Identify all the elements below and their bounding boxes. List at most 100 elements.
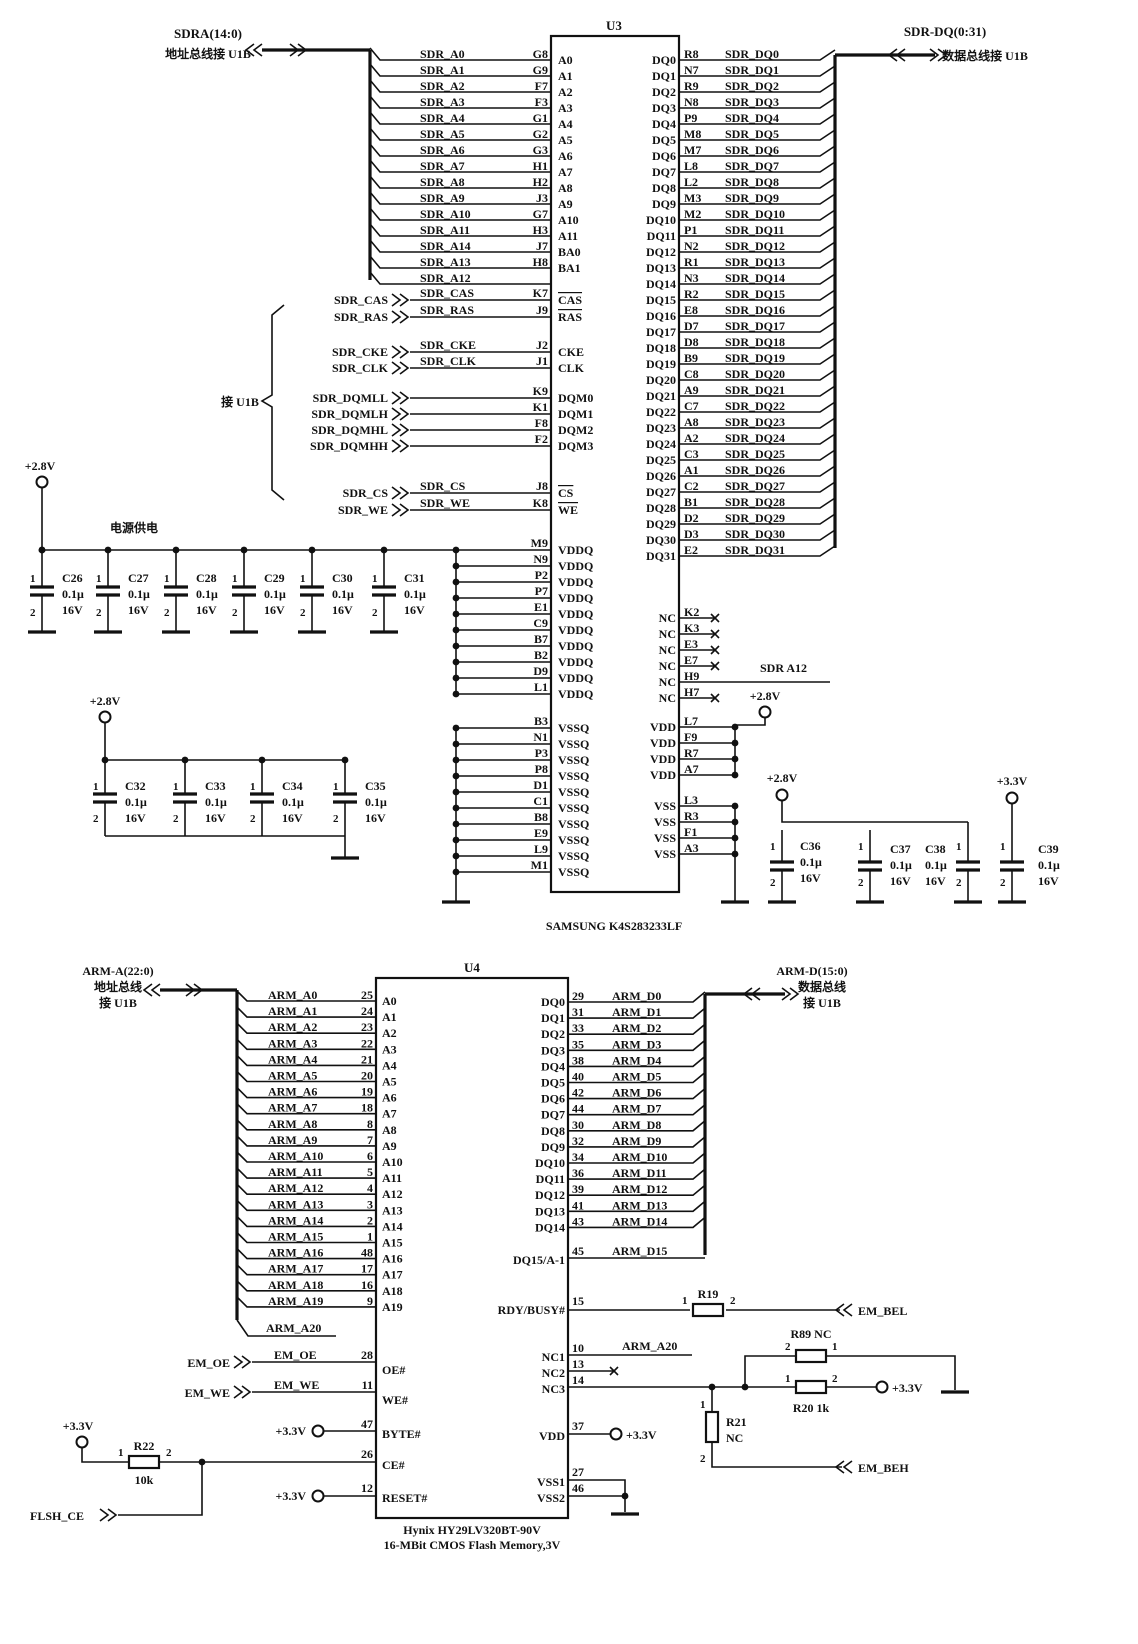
u3-address-bus-arrow-icon: [244, 43, 263, 57]
u4-pin-number: 36: [572, 1166, 584, 1180]
cap-pin-mark: 1: [1000, 841, 1006, 853]
u4-pin-name: DQ11: [536, 1172, 565, 1186]
u3-pin-name: DQ27: [646, 485, 676, 499]
u3-pin-name: VDDQ: [558, 607, 593, 621]
u4-r21-net: [711, 1442, 842, 1468]
u3-pin-number: P7: [535, 584, 548, 598]
u4-pin-name: RESET#: [382, 1491, 427, 1505]
u3-data-net-label: SDR_DQ4: [725, 111, 779, 125]
u4-pin-number: 26: [361, 1447, 373, 1461]
u3-pin-number: M8: [684, 127, 701, 141]
u3-pin-number: C9: [533, 616, 548, 630]
u4-address-net-label: ARM_A11: [268, 1165, 323, 1179]
u4-pin-number: 37: [572, 1419, 584, 1433]
capacitor-value: 0.1μ: [125, 795, 147, 809]
u3-connect-note: 接 U1B: [221, 394, 259, 409]
u3-address-net: [369, 111, 551, 125]
res-pin-mark: 2: [785, 1341, 791, 1353]
u3-pin-name: DQ22: [646, 405, 676, 419]
u4-address-net: [236, 1231, 376, 1244]
u4-pin-name: A8: [382, 1123, 397, 1137]
u4-pin-number: 4: [367, 1181, 373, 1195]
u3-pin-name: VSSQ: [558, 833, 589, 847]
u4-pin-number: 44: [572, 1102, 584, 1116]
cap-pin-mark: 1: [30, 573, 36, 585]
res-pin-mark: 2: [166, 1447, 172, 1459]
u3-data-net-label: SDR_DQ26: [725, 463, 785, 477]
capacitor-ref: C28: [196, 571, 217, 585]
u3-pin-name: DQ25: [646, 453, 676, 467]
u4-pin-name: A13: [382, 1203, 403, 1217]
u4-pin-number: 39: [572, 1182, 584, 1196]
u3-address-net: [369, 255, 551, 269]
capacitor-voltage: 16V: [264, 603, 285, 617]
cap-pin-mark: 2: [250, 813, 256, 825]
u3-decoupling-bus: [781, 801, 870, 823]
u3-data-net-label: SDR_DQ31: [725, 543, 785, 557]
cap-pin-mark: 1: [93, 781, 99, 793]
u4-pin-number: 16: [361, 1278, 373, 1292]
u3-address-net-label: SDR_A8: [420, 175, 465, 189]
u3-pin-number: G9: [533, 63, 548, 77]
u3-pin-number: F1: [684, 825, 697, 839]
u4-data-bus-note: 数据总线: [798, 979, 846, 994]
u3-address-bus-arrow-icon: [289, 43, 308, 57]
u3-rail-label: +2.8V: [750, 689, 781, 703]
u4-pin-name: A3: [382, 1042, 397, 1056]
u4-pin-name: A16: [382, 1252, 403, 1266]
u3-pin-number: A2: [684, 431, 699, 445]
u4-part-number: Hynix HY29LV320BT-90V: [403, 1523, 541, 1537]
resistor-r21: [704, 1410, 720, 1444]
cap-pin-mark: 2: [30, 607, 36, 619]
u3-pin-number: J9: [536, 303, 548, 317]
u3-pin-number: B9: [684, 351, 698, 365]
u3-pin-name: VSS: [654, 831, 676, 845]
u3-nc-net-label: SDR A12: [760, 661, 807, 675]
u4-pin-number: 31: [572, 1005, 584, 1019]
resistor-r19: [691, 1302, 725, 1318]
u4-data-net-label: ARM_D10: [612, 1150, 667, 1164]
res-pin-mark: 1: [785, 1373, 791, 1385]
u4-address-net: [236, 1183, 376, 1195]
u4-pin-name: A10: [382, 1155, 403, 1169]
u3-address-net-label: SDR_A10: [420, 207, 471, 221]
capacitor-voltage: 16V: [128, 603, 149, 617]
no-connect-icon: [710, 613, 720, 623]
u3-power-note: 电源供电: [110, 520, 158, 535]
u4-data-net: [568, 991, 706, 1003]
u4-pin-number: 48: [361, 1246, 373, 1260]
u3-data-net: [679, 433, 836, 445]
u3-data-net: [679, 273, 836, 285]
capacitor-value: 0.1μ: [1038, 858, 1060, 872]
capacitor-value: 0.1μ: [404, 587, 426, 601]
capacitor-voltage: 16V: [1038, 874, 1059, 888]
u4-part-description: 16-MBit CMOS Flash Memory,3V: [384, 1538, 561, 1552]
u3-data-net-label: SDR_DQ20: [725, 367, 785, 381]
u3-pin-name: CLK: [558, 361, 585, 375]
u3-pin-name: VSS: [654, 847, 676, 861]
u3-data-net: [679, 321, 836, 333]
u4-address-net-label: ARM_A19: [268, 1294, 323, 1308]
u4-address-net: [236, 1280, 376, 1292]
u4-pin-number: 10: [572, 1341, 584, 1355]
u4-address-net-label: ARM_A3: [268, 1036, 317, 1050]
u3-pin-number: A1: [684, 463, 699, 477]
u3-address-bus-label: SDRA(14:0): [174, 26, 242, 41]
u3-pin-name: CAS: [558, 293, 582, 307]
u3-control-port: SDR_DQMLH: [311, 407, 388, 421]
u4-data-net-label: ARM_D11: [612, 1166, 667, 1180]
u3-pin-name: DQM0: [558, 391, 593, 405]
u3-control-port: SDR_DQMHH: [310, 439, 389, 453]
u3-pin-number: L1: [534, 680, 548, 694]
u3-data-net-label: SDR_DQ27: [725, 479, 785, 493]
u3-pin-name: VDD: [650, 768, 676, 782]
u3-data-net-label: SDR_DQ5: [725, 127, 779, 141]
u3-pin-number: N7: [684, 63, 699, 77]
power-terminal-icon: [311, 1424, 325, 1438]
u3-pin-number: D1: [533, 778, 548, 792]
u3-pin-number: J8: [536, 479, 548, 493]
u4-data-net: [568, 1136, 706, 1148]
u4-address-net: [236, 1296, 376, 1308]
cap-pin-mark: 1: [96, 573, 102, 585]
u3-address-net-label: SDR_A7: [420, 159, 465, 173]
